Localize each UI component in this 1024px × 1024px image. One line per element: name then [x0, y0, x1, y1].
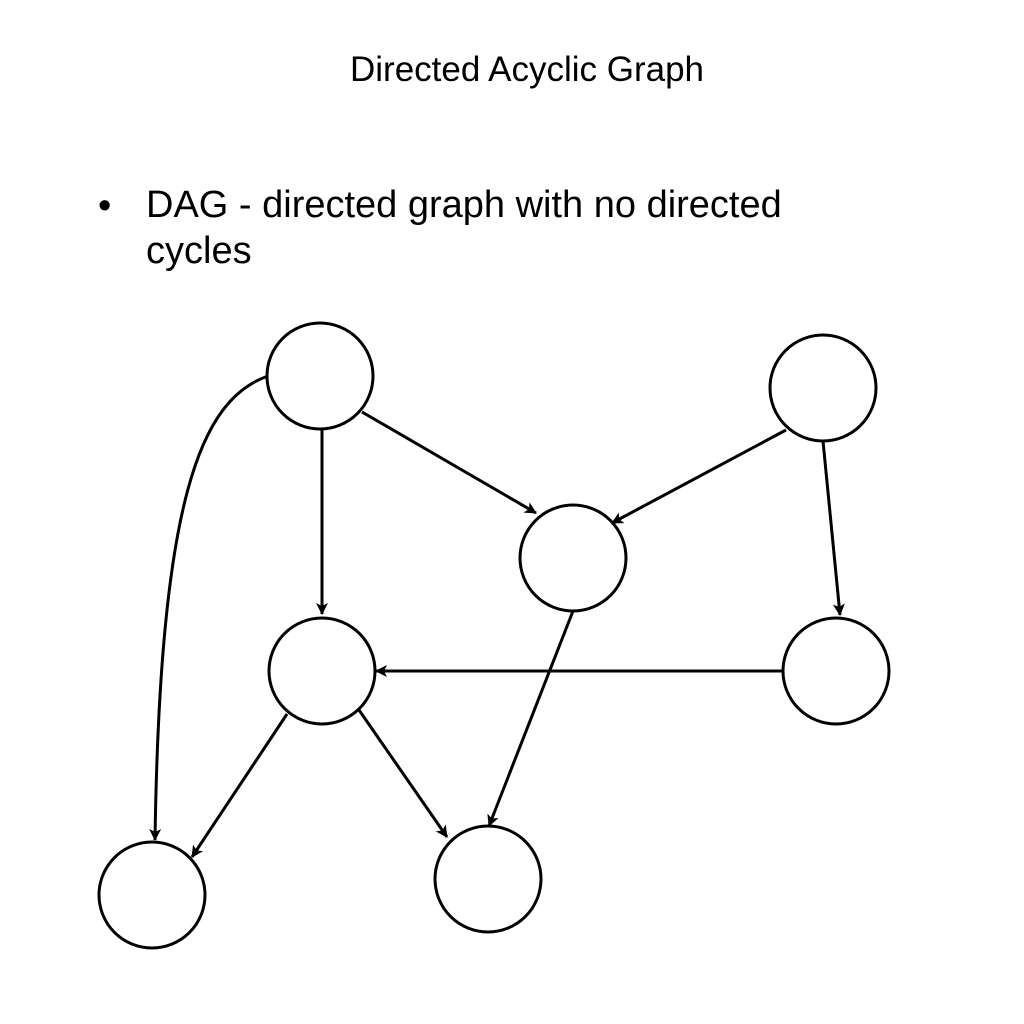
graph-node [768, 333, 878, 443]
edge-n1-n3 [361, 410, 537, 515]
edge-n4-n7 [357, 709, 449, 838]
edge-n4-n6 [190, 713, 289, 858]
edge-n1-n6 [149, 374, 269, 841]
edge-n2-n5 [821, 440, 845, 616]
edge-n2-n3 [611, 428, 787, 525]
page-title: Directed Acyclic Graph [349, 50, 705, 89]
graph-node [781, 616, 891, 726]
graph-node [97, 840, 207, 950]
bullet-point: • DAG - directed graph with no directed … [98, 182, 838, 274]
graph-node [433, 824, 543, 934]
graph-node [267, 616, 377, 726]
bullet-marker: • [98, 185, 112, 227]
edge-n3-n7 [487, 610, 575, 827]
graph-node [265, 321, 375, 431]
bullet-text: DAG - directed graph with no directed cy… [146, 184, 782, 272]
graph-node [518, 503, 628, 613]
